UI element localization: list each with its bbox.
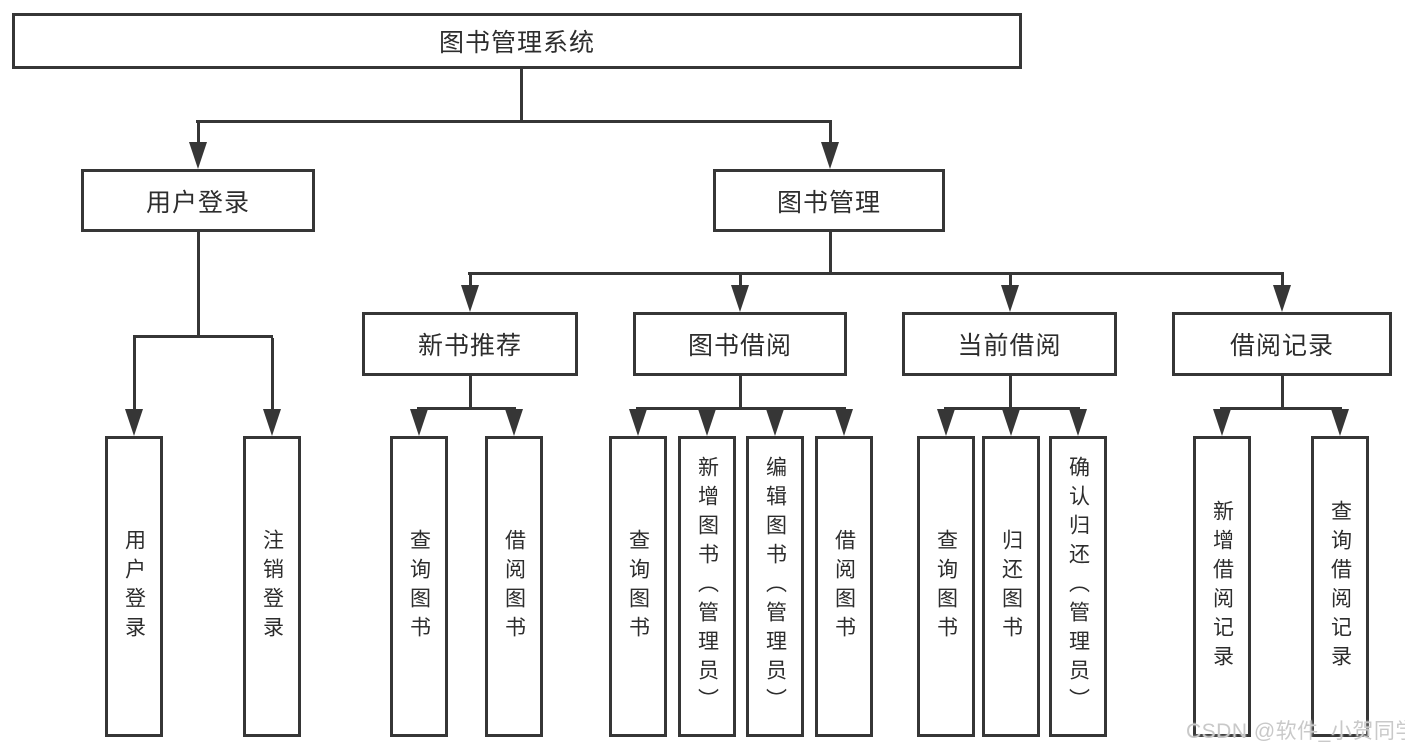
leaf-label: 注销登录 — [260, 528, 284, 645]
arrowhead-icon — [125, 409, 143, 436]
leaf-label: 查询图书 — [626, 528, 650, 645]
leaf-user-login: 用户登录 — [105, 436, 163, 737]
arrowhead-icon — [766, 409, 784, 436]
node-user-login: 用户登录 — [81, 169, 315, 232]
connector-line — [133, 335, 273, 338]
node-root: 图书管理系统 — [12, 13, 1022, 69]
connector-line — [468, 272, 1284, 275]
leaf-label: 查询图书 — [407, 528, 431, 645]
node-new-book-recommend: 新书推荐 — [362, 312, 578, 376]
connector-line — [468, 376, 472, 409]
leaf-recommend-query-books: 查询图书 — [390, 436, 448, 737]
leaf-label: 确认归还（管理员） — [1066, 456, 1090, 717]
csdn-watermark: CSDN @软件_小贺同学 — [1186, 720, 1405, 743]
arrowhead-icon — [505, 409, 523, 436]
arrowhead-icon — [835, 409, 853, 436]
connector-line — [1280, 376, 1284, 409]
arrowhead-icon — [731, 285, 749, 312]
arrowhead-icon — [1002, 409, 1020, 436]
arrowhead-icon — [461, 285, 479, 312]
connector-line — [196, 122, 200, 145]
arrowhead-icon — [1001, 285, 1019, 312]
connector-line — [468, 274, 472, 288]
leaf-label: 归还图书 — [999, 528, 1023, 645]
arrowhead-icon — [1213, 409, 1231, 436]
leaf-logout: 注销登录 — [243, 436, 301, 737]
connector-line — [944, 407, 1080, 410]
leaf-label: 借阅图书 — [502, 528, 526, 645]
node-book-management: 图书管理 — [713, 169, 945, 232]
leaf-query-borrow-record: 查询借阅记录 — [1311, 436, 1369, 737]
arrowhead-icon — [698, 409, 716, 436]
leaf-add-books-admin: 新增图书（管理员） — [678, 436, 736, 737]
arrowhead-icon — [629, 409, 647, 436]
connector-line — [828, 122, 832, 145]
node-current-borrowing: 当前借阅 — [902, 312, 1117, 376]
leaf-label: 新增借阅记录 — [1210, 499, 1234, 674]
connector-line — [270, 338, 274, 412]
leaf-label: 编辑图书（管理员） — [763, 456, 787, 717]
leaf-edit-books-admin: 编辑图书（管理员） — [746, 436, 804, 737]
arrowhead-icon — [1273, 285, 1291, 312]
arrowhead-icon — [410, 409, 428, 436]
connector-line — [519, 69, 523, 121]
leaf-borrowing-borrow-books: 借阅图书 — [815, 436, 873, 737]
leaf-confirm-return-admin: 确认归还（管理员） — [1049, 436, 1107, 737]
leaf-add-borrow-record: 新增借阅记录 — [1193, 436, 1251, 737]
leaf-label: 借阅图书 — [832, 528, 856, 645]
connector-line — [1008, 274, 1012, 288]
connector-line — [1220, 407, 1342, 410]
connector-line — [636, 407, 846, 410]
connector-line — [132, 338, 136, 412]
leaf-label: 用户登录 — [122, 528, 146, 645]
leaf-borrowing-query-books: 查询图书 — [609, 436, 667, 737]
leaf-recommend-borrow-books: 借阅图书 — [485, 436, 543, 737]
leaf-label: 查询图书 — [934, 528, 958, 645]
connector-line — [417, 407, 516, 410]
connector-line — [1008, 376, 1012, 409]
leaf-return-books: 归还图书 — [982, 436, 1040, 737]
arrowhead-icon — [263, 409, 281, 436]
connector-line — [1280, 274, 1284, 288]
connector-line — [738, 274, 742, 288]
arrowhead-icon — [1331, 409, 1349, 436]
connector-line — [738, 376, 742, 409]
leaf-label: 查询借阅记录 — [1328, 499, 1352, 674]
arrowhead-icon — [1069, 409, 1087, 436]
arrowhead-icon — [937, 409, 955, 436]
arrowhead-icon — [189, 142, 207, 169]
connector-line — [828, 232, 832, 274]
leaf-current-query-books: 查询图书 — [917, 436, 975, 737]
node-book-borrowing: 图书借阅 — [633, 312, 847, 376]
arrowhead-icon — [821, 142, 839, 169]
connector-line — [196, 232, 200, 336]
node-borrow-records: 借阅记录 — [1172, 312, 1392, 376]
connector-line — [196, 120, 832, 123]
leaf-label: 新增图书（管理员） — [695, 456, 719, 717]
